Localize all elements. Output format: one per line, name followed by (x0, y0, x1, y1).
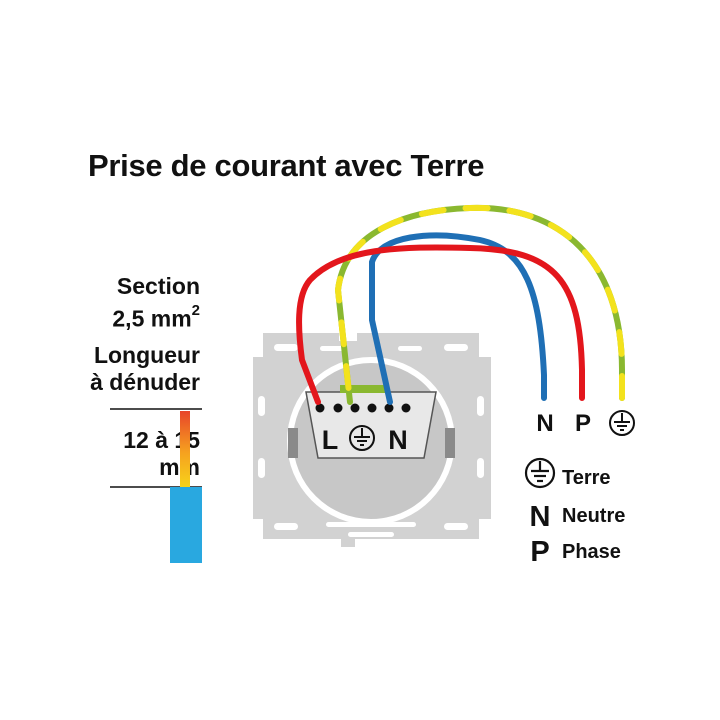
terminal-holes (315, 403, 411, 413)
terminal-l-label: L (322, 425, 339, 455)
legend-neutre-label: Neutre (562, 505, 625, 527)
terminal-n-label: N (388, 425, 408, 455)
copper-core (180, 411, 190, 487)
wire-end-earth-icon (609, 410, 635, 436)
earth-wire-stripes (334, 204, 625, 405)
left-claw (288, 428, 298, 458)
legend-earth-icon (524, 457, 556, 489)
right-claw (445, 428, 455, 458)
earth-clip (340, 385, 388, 393)
wire-insulation (170, 487, 202, 563)
stripped-wire (110, 408, 202, 563)
legend-p-symbol: P (530, 536, 549, 568)
legend-n-symbol: N (530, 501, 551, 533)
diagram-title: Prise de courant avec Terre (88, 148, 485, 183)
terminal-earth-icon (349, 425, 375, 451)
strip-length-label: Longueur à dénuder (90, 342, 200, 395)
legend-phase-label: Phase (562, 541, 621, 563)
legend: Terre N Neutre P Phase (524, 457, 625, 568)
legend-terre-label: Terre (562, 467, 611, 489)
wires (296, 204, 625, 405)
wire-end-n-label: N (536, 410, 553, 437)
socket-plate: L N (251, 331, 493, 549)
phase-wire (296, 244, 585, 405)
section-label: Section 2,5 mm2 (112, 273, 200, 332)
wire-end-p-label: P (575, 410, 591, 437)
